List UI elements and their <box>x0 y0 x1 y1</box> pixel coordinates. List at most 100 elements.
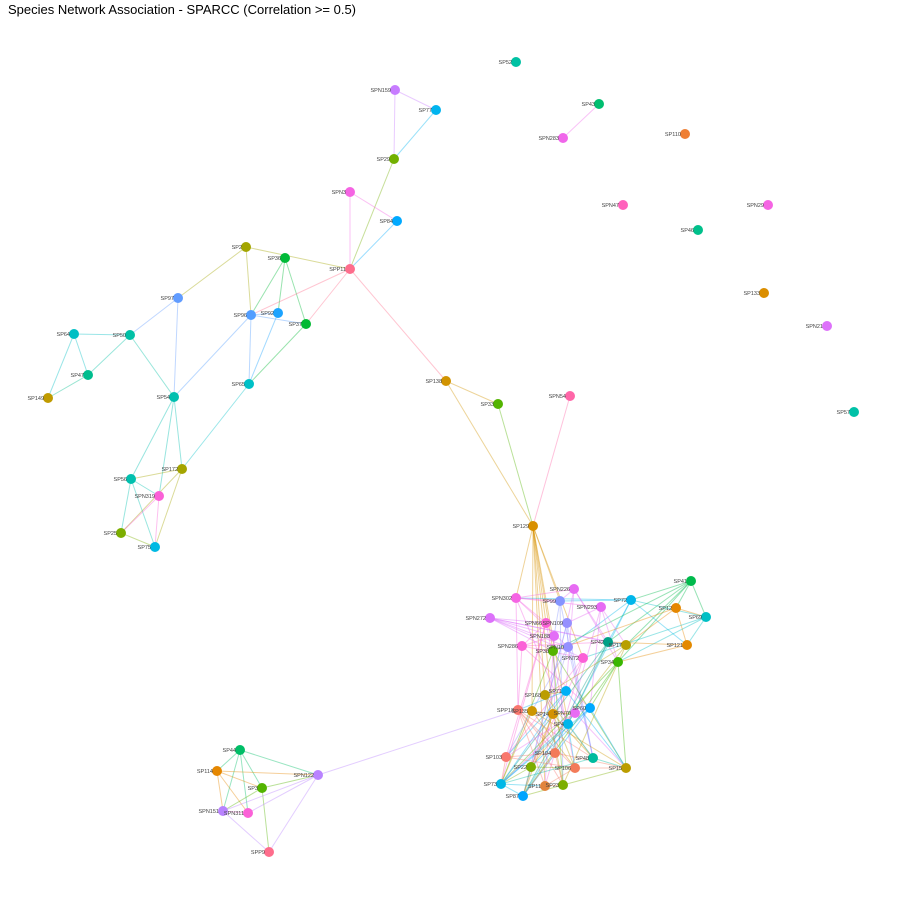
node-SP12[interactable] <box>671 603 681 613</box>
node-SPN122[interactable] <box>313 770 323 780</box>
node-SP135[interactable] <box>527 706 537 716</box>
node-SPN159[interactable] <box>390 85 400 95</box>
node-SP133[interactable] <box>759 288 769 298</box>
node-label: SP44 <box>223 748 236 754</box>
node-SPN319[interactable] <box>154 491 164 501</box>
node-SP149[interactable] <box>43 393 53 403</box>
node-SP104[interactable] <box>550 748 560 758</box>
node-SP65[interactable] <box>244 379 254 389</box>
node-SPN151[interactable] <box>218 806 228 816</box>
node-SPN10[interactable] <box>563 642 573 652</box>
node-SP64[interactable] <box>69 329 79 339</box>
node-SP34[interactable] <box>613 657 623 667</box>
node-SP25[interactable] <box>116 528 126 538</box>
node-SP44[interactable] <box>235 745 245 755</box>
edge-SP12-SP69 <box>675 607 707 618</box>
node-SPN21[interactable] <box>822 321 832 331</box>
node-SPN311[interactable] <box>243 808 253 818</box>
node-SP42[interactable] <box>603 637 613 647</box>
node-SP29[interactable] <box>389 154 399 164</box>
node-SPN109[interactable] <box>562 618 572 628</box>
node-SP97[interactable] <box>173 293 183 303</box>
node-SP22[interactable] <box>526 762 536 772</box>
node-SP14[interactable] <box>548 709 558 719</box>
node-SP72[interactable] <box>626 595 636 605</box>
node-SPN283[interactable] <box>558 133 568 143</box>
node-SP57[interactable] <box>849 407 859 417</box>
node-SP77[interactable] <box>431 105 441 115</box>
node-SPN272[interactable] <box>485 613 495 623</box>
node-label: SP25 <box>104 531 117 537</box>
node-SP50[interactable] <box>125 330 135 340</box>
node-SP2[interactable] <box>241 242 251 252</box>
node-SP84[interactable] <box>392 216 402 226</box>
node-SP38[interactable] <box>548 646 558 656</box>
node-SP36[interactable] <box>280 253 290 263</box>
node-SP56[interactable] <box>126 474 136 484</box>
node-SPN66[interactable] <box>541 618 551 628</box>
node-SP41[interactable] <box>686 576 696 586</box>
node-SP103[interactable] <box>501 752 511 762</box>
node-SP138[interactable] <box>441 376 451 386</box>
node-label: SP172 <box>161 467 178 473</box>
node-SPN72[interactable] <box>578 653 588 663</box>
edge-SP72-SP4 <box>567 599 632 725</box>
edge-SP41-SP72 <box>630 580 692 601</box>
node-SP33[interactable] <box>493 399 503 409</box>
node-SPN286[interactable] <box>517 641 527 651</box>
node-SP129[interactable] <box>528 521 538 531</box>
node-SP37[interactable] <box>301 319 311 329</box>
node-SP96[interactable] <box>246 310 256 320</box>
node-SP99[interactable] <box>555 596 565 606</box>
node-SP17[interactable] <box>621 640 631 650</box>
node-SP92[interactable] <box>273 308 283 318</box>
node-SP11[interactable] <box>540 781 550 791</box>
node-SPN29[interactable] <box>763 200 773 210</box>
node-SPP9[interactable] <box>264 847 274 857</box>
node-SPN3[interactable] <box>345 187 355 197</box>
node-SP121[interactable] <box>682 640 692 650</box>
node-SP168[interactable] <box>540 690 550 700</box>
node-label: SP15 <box>609 766 622 772</box>
node-SP52[interactable] <box>511 57 521 67</box>
node-SP71[interactable] <box>561 686 571 696</box>
node-SP46[interactable] <box>693 225 703 235</box>
node-SPN293[interactable] <box>596 602 606 612</box>
edge-SP135-SP73 <box>500 710 533 785</box>
node-SPN226[interactable] <box>569 584 579 594</box>
node-SPN47[interactable] <box>618 200 628 210</box>
node-SP54[interactable] <box>169 392 179 402</box>
node-SP172[interactable] <box>177 464 187 474</box>
node-SP3[interactable] <box>257 783 267 793</box>
node-SP75[interactable] <box>150 542 160 552</box>
node-SP114[interactable] <box>212 766 222 776</box>
node-SPP18[interactable] <box>513 705 523 715</box>
node-SPN302[interactable] <box>511 593 521 603</box>
node-label: SP17 <box>609 643 622 649</box>
node-SP43[interactable] <box>594 99 604 109</box>
node-SP4[interactable] <box>563 719 573 729</box>
node-SP23[interactable] <box>558 780 568 790</box>
node-SP73[interactable] <box>496 779 506 789</box>
edge-SP73-SP11 <box>500 783 546 787</box>
edge-SPN293-SP4 <box>567 606 602 725</box>
node-SP69[interactable] <box>701 612 711 622</box>
node-SPN54[interactable] <box>565 391 575 401</box>
node-SP87[interactable] <box>518 791 528 801</box>
node-SP47[interactable] <box>83 370 93 380</box>
edge-SP56-SP75 <box>130 478 156 548</box>
edge-SP96-SP54 <box>173 314 252 398</box>
edge-SP33-SP129 <box>497 403 534 527</box>
edge-SP77-SP29 <box>393 109 437 160</box>
edge-SP12-SP121 <box>675 607 688 646</box>
node-SP110[interactable] <box>680 129 690 139</box>
node-SPP11[interactable] <box>345 264 355 274</box>
node-SP15[interactable] <box>621 763 631 773</box>
node-SP60[interactable] <box>585 703 595 713</box>
node-SPN188[interactable] <box>549 631 559 641</box>
node-label: SPN226 <box>550 587 571 593</box>
edge-SP96-SP65 <box>248 314 252 385</box>
node-SPN70[interactable] <box>570 708 580 718</box>
node-SP106[interactable] <box>570 763 580 773</box>
node-SP48[interactable] <box>588 753 598 763</box>
